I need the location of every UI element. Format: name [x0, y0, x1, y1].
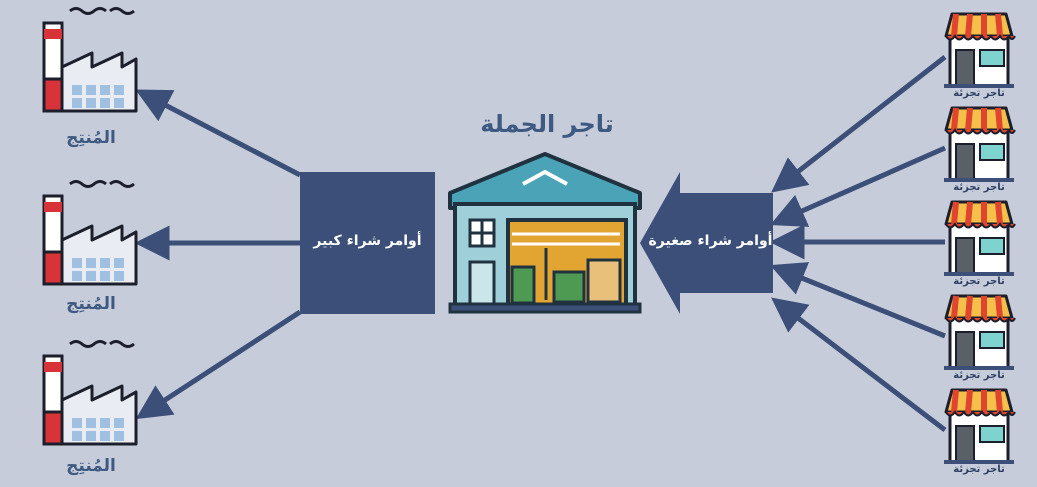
shop-icon-4 — [944, 294, 1016, 370]
small-orders-label: أوامر شراء صغيرة — [648, 233, 773, 249]
large-orders-label: أوامر شراء كبير — [313, 233, 422, 249]
retailer-label-3: تاجر تجزئة — [953, 276, 1005, 287]
retailer-label-4: تاجر تجزئة — [953, 370, 1005, 381]
warehouse-icon — [448, 152, 642, 314]
retailer-label-1: تاجر تجزئة — [953, 88, 1005, 99]
arrow-from-retailer-5 — [771, 297, 947, 432]
large-orders-box — [300, 172, 435, 314]
arrow-from-retailer-4 — [770, 262, 946, 339]
arrow-from-retailer-1 — [771, 55, 947, 193]
retailer-label-2: تاجر تجزئة — [953, 182, 1005, 193]
shop-icon-2 — [944, 106, 1016, 182]
factory-icon-3 — [42, 340, 138, 446]
arrow-to-producer-3 — [135, 309, 302, 420]
shop-icon-5 — [944, 388, 1016, 464]
factory-icon-2 — [42, 180, 138, 286]
arrow-to-producer-1 — [135, 89, 302, 178]
shop-icon-1 — [944, 12, 1016, 88]
shop-icon-3 — [944, 200, 1016, 276]
producer-label-2: المُنتِج — [66, 294, 116, 314]
producer-label-3: المُنتِج — [66, 456, 116, 476]
arrow-from-retailer-2 — [770, 145, 947, 227]
factory-icon-1 — [42, 7, 138, 113]
wholesaler-title: تاجر الجملة — [480, 110, 614, 138]
small-orders-arrow — [640, 172, 773, 314]
retailer-label-5: تاجر تجزئة — [953, 464, 1005, 475]
producer-label-1: المُنتِج — [66, 128, 116, 148]
